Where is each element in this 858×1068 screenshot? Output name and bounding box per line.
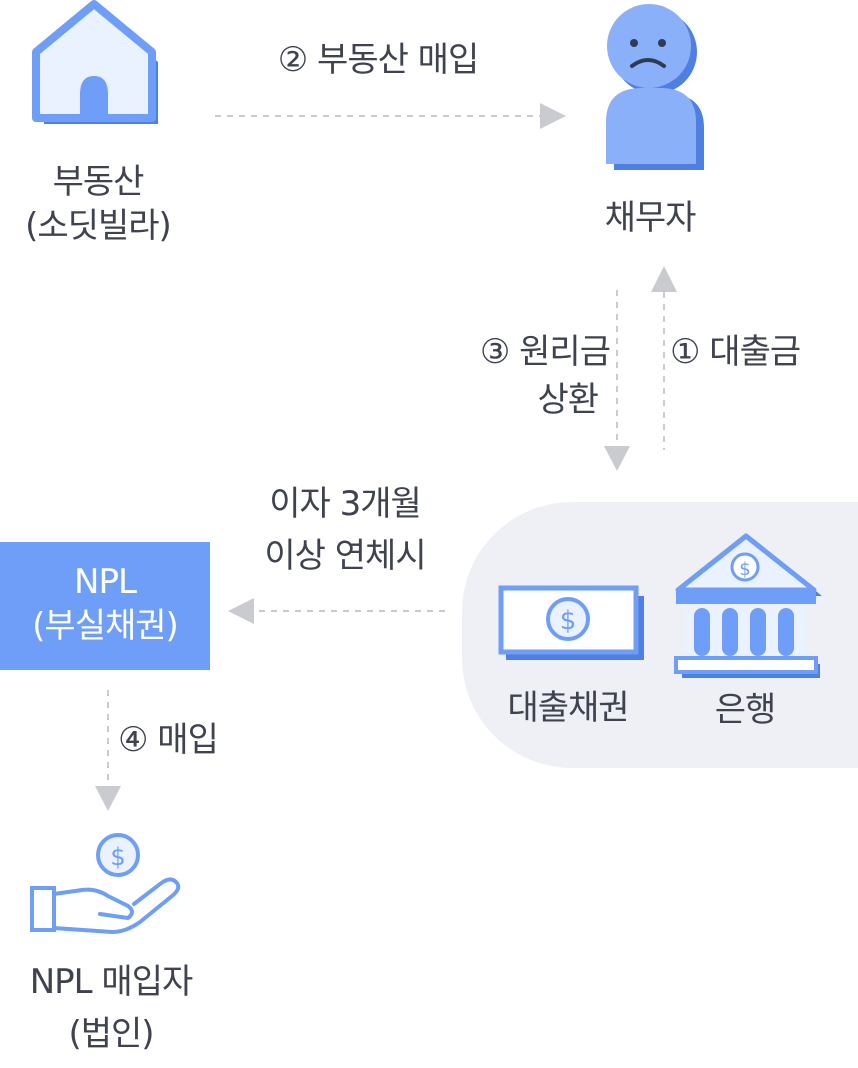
loan-bond-label: 대출채권 (507, 688, 629, 728)
svg-text:$: $ (110, 843, 125, 871)
bank-building-icon: $ (674, 533, 822, 678)
arrow-repayment-down (604, 290, 630, 471)
overdue-sublabel: 이상 연체시 (264, 536, 426, 576)
step4-label: ④ 매입 (118, 720, 219, 760)
npl-subtitle: (부실채권) (32, 606, 179, 646)
real-estate-sublabel: (소딧빌라) (25, 206, 172, 246)
step3-label: ③ 원리금 (479, 332, 611, 372)
house-icon (32, 0, 158, 124)
banknote-icon: $ (498, 585, 644, 660)
svg-text:$: $ (560, 606, 577, 636)
bank-label: 은행 (714, 690, 777, 730)
arrow-loan-up (651, 266, 677, 450)
npl-buyer-sublabel: (법인) (68, 1014, 154, 1054)
arrow-real-estate-to-debtor (215, 103, 566, 129)
real-estate-label: 부동산 (52, 162, 145, 202)
overdue-label: 이자 3개월 (269, 484, 422, 524)
hand-coin-icon: $ (30, 833, 181, 934)
arrow-bank-to-npl (228, 598, 445, 624)
svg-text:$: $ (739, 559, 750, 580)
step1-label: ① 대출금 (670, 332, 801, 372)
npl-box: NPL (부실채권) (0, 542, 210, 670)
step2-label: ② 부동산 매입 (277, 40, 480, 80)
sad-person-icon (606, 4, 704, 170)
step3-sublabel: 상환 (537, 380, 599, 420)
npl-buyer-label: NPL 매입자 (29, 962, 194, 1002)
debtor-label: 채무자 (604, 198, 697, 238)
arrow-npl-to-buyer (95, 690, 121, 811)
npl-title: NPL (74, 562, 137, 602)
